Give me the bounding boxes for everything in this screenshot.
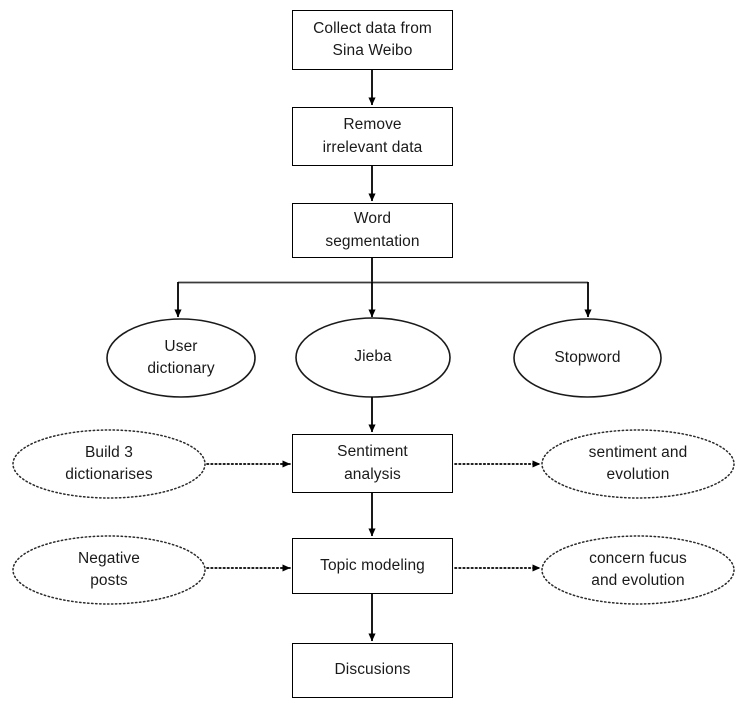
node-label-discussions: Discusions <box>334 661 411 679</box>
node-sentiment-analysis[interactable]: Sentiment analysis <box>292 434 453 493</box>
ellipse-outline-user-dictionary <box>106 318 256 398</box>
node-word-segmentation[interactable]: Word segmentation <box>292 203 453 258</box>
node-topic-modeling[interactable]: Topic modeling <box>292 538 453 594</box>
node-label-remove-irrelevant-data: Remove irrelevant data <box>322 116 423 156</box>
ellipse-outline-jieba <box>295 317 451 398</box>
ellipse-outline-build-dictionaries <box>12 429 206 499</box>
node-remove-irrelevant-data[interactable]: Remove irrelevant data <box>292 107 453 166</box>
node-label-word-segmentation: Word segmentation <box>325 210 420 250</box>
ellipse-outline-stopword <box>513 318 662 398</box>
node-label-collect-data: Collect data from Sina Weibo <box>313 19 432 59</box>
node-collect-data[interactable]: Collect data from Sina Weibo <box>292 10 453 70</box>
ellipse-outline-concern-focus <box>541 535 735 605</box>
node-discussions[interactable]: Discusions <box>292 643 453 698</box>
ellipse-outline-negative-posts <box>12 535 206 605</box>
ellipse-outline-sentiment-evolution <box>541 429 735 499</box>
node-label-topic-modeling: Topic modeling <box>320 556 425 574</box>
node-label-sentiment-analysis: Sentiment analysis <box>337 443 408 483</box>
